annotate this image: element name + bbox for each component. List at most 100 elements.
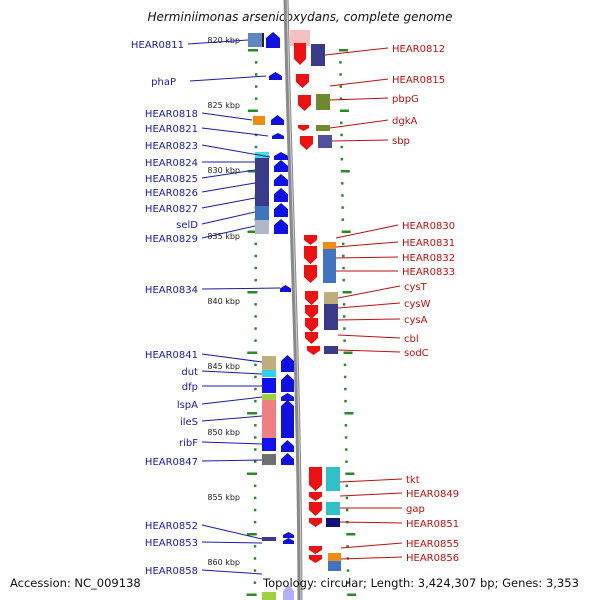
gene-label-right: HEAR0849 (406, 489, 459, 500)
tick-mark (253, 545, 257, 548)
tick-mark (345, 484, 349, 488)
leader-line (339, 521, 403, 524)
tick-mark (346, 533, 356, 536)
reverse-gene-arrow (309, 502, 322, 516)
gene-box (253, 116, 265, 125)
gene-label-left: HEAR0821 (145, 124, 198, 135)
forward-gene-arrow (274, 203, 288, 217)
leader-line (335, 241, 399, 248)
tick-mark (347, 593, 357, 596)
tick-mark (253, 484, 257, 488)
leader-line (201, 144, 271, 158)
tick-mark (247, 291, 258, 294)
gene-box (262, 454, 276, 465)
leader-line (201, 197, 256, 209)
forward-gene-arrow (272, 133, 284, 139)
tick-mark (341, 242, 345, 246)
leader-line (337, 349, 401, 353)
gene-box (316, 94, 330, 110)
gene-label-right: cysA (404, 315, 428, 326)
gene-label-right: HEAR0815 (392, 75, 445, 86)
tick-mark (254, 97, 258, 100)
tick-mark (340, 121, 343, 125)
leader-line (201, 169, 256, 179)
leader-line (329, 78, 389, 87)
gene-label-right: HEAR0831 (402, 238, 455, 249)
tick-mark (344, 412, 354, 415)
tick-mark (342, 278, 345, 282)
gene-label-left: HEAR0826 (145, 188, 198, 199)
tick-mark (246, 593, 257, 596)
tick-mark (340, 182, 344, 185)
leader-line (201, 459, 263, 462)
forward-gene-arrow (274, 174, 288, 186)
gene-label-left: HEAR0853 (145, 538, 198, 549)
tick-mark (340, 170, 350, 173)
tick-mark (339, 61, 342, 64)
tick-mark (254, 254, 257, 258)
gene-box (255, 152, 269, 158)
tick-mark (246, 533, 257, 536)
tick-mark (254, 266, 257, 270)
gene-box (262, 394, 276, 400)
kbp-label: 850 kbp (207, 428, 240, 437)
gene-label-right: HEAR0856 (406, 553, 459, 564)
gene-label-left: dfp (182, 382, 198, 393)
tick-column-right (339, 49, 357, 596)
gene-label-right: HEAR0830 (402, 221, 455, 232)
reverse-gene-arrow (300, 136, 313, 150)
leader-line (201, 370, 263, 375)
gene-label-right: cysT (404, 282, 428, 293)
tick-mark (253, 508, 257, 512)
gene-box (262, 370, 276, 377)
leader-line (337, 302, 401, 309)
reverse-gene-arrow (305, 332, 318, 344)
reverse-gene-arrow (309, 555, 322, 563)
kbp-label: 820 kbp (207, 36, 240, 45)
tick-mark (254, 85, 258, 88)
reverse-gene-arrow (304, 235, 317, 245)
gene-label-right: cysW (404, 299, 431, 310)
gene-label-left: HEAR0829 (145, 234, 198, 245)
reverse-gene-arrow (305, 318, 318, 332)
tick-mark (342, 315, 346, 318)
gene-label-right: cbl (404, 334, 419, 345)
gene-label-left: HEAR0834 (145, 285, 198, 296)
leader-line (201, 415, 263, 422)
tick-mark (343, 351, 353, 354)
gene-box (328, 553, 341, 561)
gene-label-right: sodC (404, 348, 429, 359)
reverse-gene-arrow (309, 492, 322, 501)
reverse-gene-arrow (304, 246, 317, 264)
forward-gene-arrow (283, 585, 294, 600)
tick-mark (344, 436, 348, 439)
gene-label-right: HEAR0833 (402, 267, 455, 278)
tick-mark (346, 569, 350, 572)
tick-mark (343, 339, 346, 342)
reverse-gene-arrow (309, 467, 322, 491)
reverse-gene-arrow (305, 291, 318, 305)
forward-gene-arrow (274, 219, 288, 234)
leader-line (337, 318, 401, 321)
reverse-gene-arrow (309, 546, 322, 554)
tick-mark (254, 61, 258, 64)
leader-line (329, 119, 389, 129)
tick-mark (253, 569, 257, 572)
tick-mark (254, 363, 257, 367)
gene-label-left: HEAR0811 (131, 40, 184, 51)
tick-mark (253, 520, 257, 524)
reverse-gene-arrow (309, 518, 322, 527)
leader-line (339, 478, 403, 483)
reverse-gene-arrow (307, 346, 320, 355)
leader-line (189, 75, 267, 82)
genome-backbone (283, 0, 303, 600)
tick-mark (253, 460, 257, 463)
gene-box (262, 592, 276, 600)
forward-gene-arrow (271, 115, 284, 125)
tick-mark (253, 557, 257, 560)
tick-mark (342, 291, 352, 294)
gene-label-left: dut (181, 367, 198, 378)
kbp-label: 840 kbp (207, 297, 240, 306)
gene-box (326, 518, 340, 527)
tick-mark (254, 399, 257, 403)
